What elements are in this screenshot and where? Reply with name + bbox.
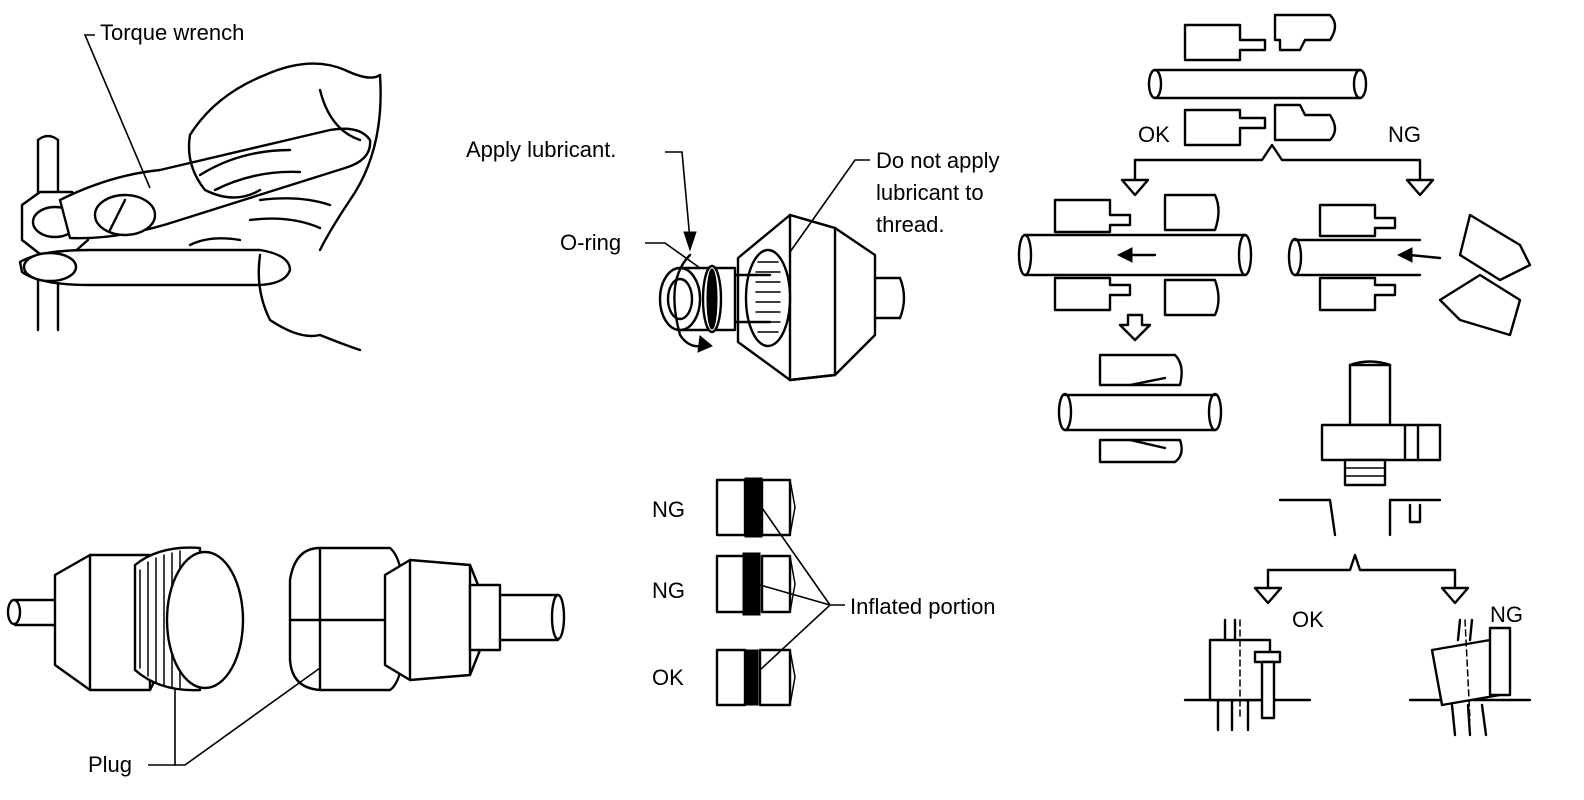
connector-middle-ok: [1017, 193, 1253, 317]
connector-assembled: [1057, 353, 1223, 464]
oring-row-2-status: NG: [652, 578, 685, 603]
inflated-portion-label: Inflated portion: [850, 594, 996, 619]
fitting-ok-label: OK: [1292, 607, 1324, 632]
oring-row-3: [715, 648, 796, 707]
connection-ng-label: NG: [1388, 122, 1421, 147]
oring-row-3-status: OK: [652, 665, 684, 690]
no-thread-label-line2: lubricant to: [876, 180, 984, 205]
connector-top: [1147, 13, 1368, 147]
oring-row-1: [715, 477, 796, 538]
torque-wrench-label: Torque wrench: [100, 20, 245, 45]
plug-label: Plug: [88, 752, 133, 777]
oring-label: O-ring: [560, 230, 622, 255]
no-thread-label-line3: thread.: [876, 212, 945, 237]
fitting-ng: [1408, 618, 1532, 737]
apply-lubricant-label: Apply lubricant.: [466, 137, 617, 162]
flange-assembly: [1278, 360, 1442, 537]
connector-middle-ng: [1287, 203, 1532, 337]
connection-ok-label: OK: [1138, 122, 1170, 147]
oring-row-2: [715, 552, 796, 616]
fitting-ok: [1183, 618, 1312, 732]
fitting-ng-label: NG: [1490, 602, 1523, 627]
no-thread-label-line1: Do not apply: [876, 148, 1000, 173]
connection-sequence-illustration: [1017, 13, 1532, 737]
oring-inspection-illustration: [715, 477, 845, 707]
plug-illustration: [6, 546, 566, 766]
oring-row-1-status: NG: [652, 497, 685, 522]
torque-wrench-illustration: [18, 34, 382, 352]
oring-lubricant-illustration: [645, 151, 906, 382]
